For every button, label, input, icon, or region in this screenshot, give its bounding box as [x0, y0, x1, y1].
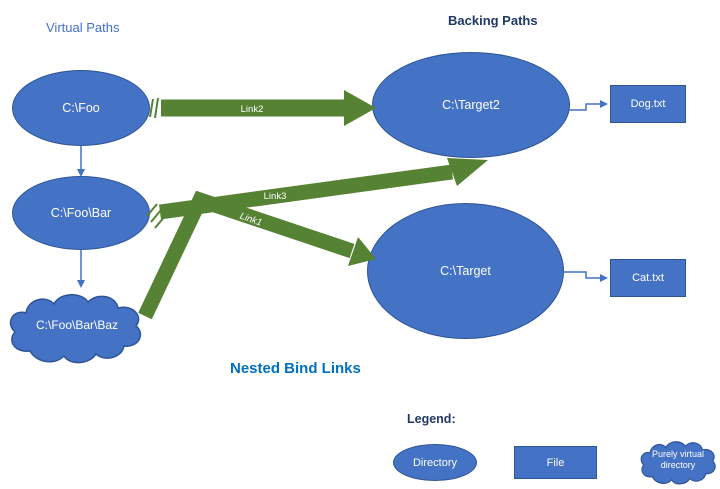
connector-target2-to-dog: [569, 100, 608, 111]
file-dog-txt: Dog.txt: [610, 85, 686, 123]
node-foo-bar: C:\Foo\Bar: [12, 176, 150, 250]
node-foo: C:\Foo: [12, 70, 150, 146]
link3-label: Link3: [264, 191, 287, 202]
virtual-paths-title: Virtual Paths: [46, 20, 120, 35]
link1-label: Link1: [238, 211, 263, 229]
cloud-foo-bar-baz-icon: [9, 294, 142, 364]
connector-foobar-to-baz: [77, 250, 85, 288]
node-target: C:\Target: [367, 203, 564, 339]
node-foo-bar-baz: C:\Foo\Bar\Baz: [35, 318, 119, 332]
legend-file-shape: File: [514, 446, 597, 479]
nested-bind-links-caption: Nested Bind Links: [230, 360, 361, 377]
backing-paths-title: Backing Paths: [448, 13, 538, 28]
legend-directory-shape: Directory: [393, 444, 477, 481]
file-cat-txt: Cat.txt: [610, 259, 686, 297]
node-target2: C:\Target2: [372, 52, 570, 158]
legend-title: Legend:: [407, 412, 456, 426]
legend-cloud-icon: [640, 441, 716, 485]
arrow-link2: [149, 90, 376, 126]
legend-purely-virtual-label: Purely virtual directory: [651, 449, 705, 471]
connector-target-to-cat: [561, 271, 608, 282]
link2-label: Link2: [241, 104, 264, 115]
connector-foo-to-foobar: [77, 146, 85, 177]
arrow-link1: [138, 190, 376, 320]
